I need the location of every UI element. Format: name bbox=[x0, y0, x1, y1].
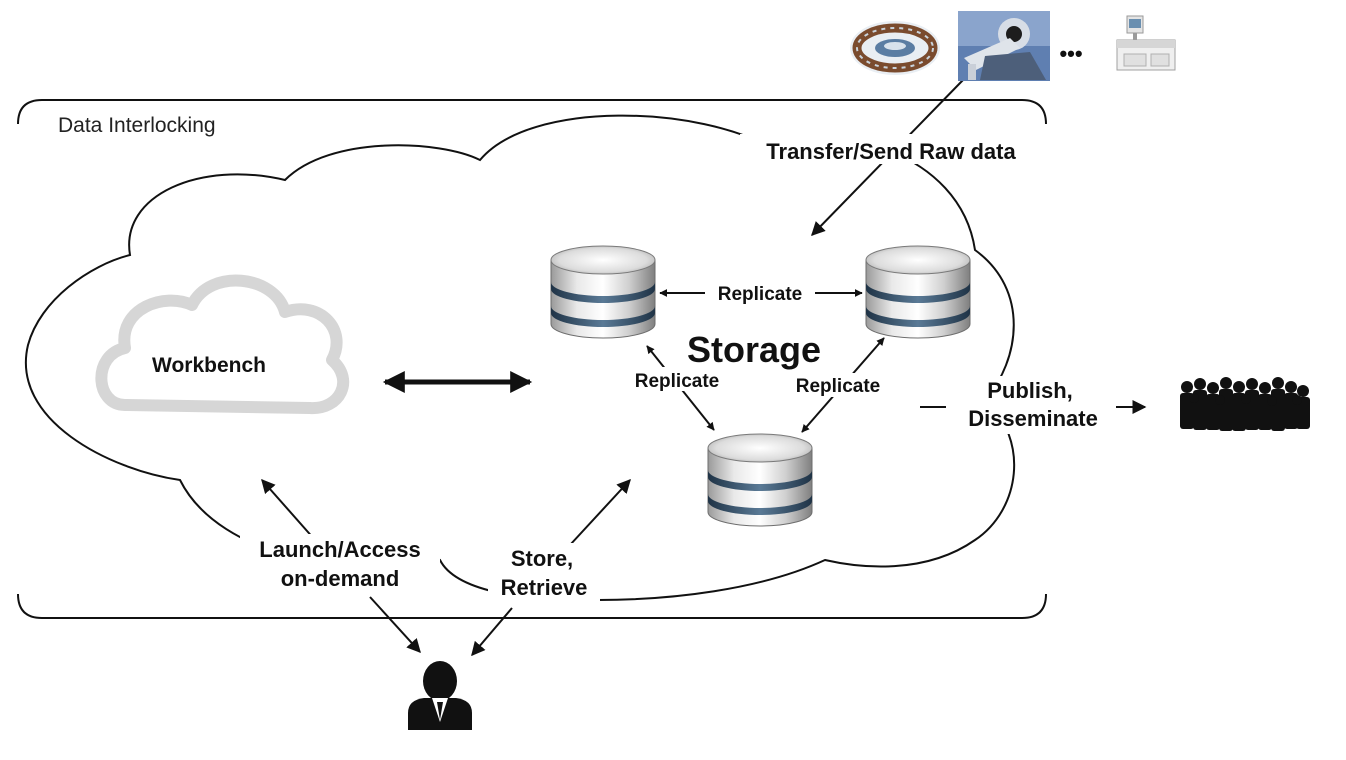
store-up-arrow bbox=[569, 478, 631, 546]
replicate-top-label-bg bbox=[705, 280, 815, 304]
publish-label-bg bbox=[950, 376, 1112, 434]
replicate-left-label-bg bbox=[622, 367, 732, 391]
publish-label-line2: Disseminate bbox=[968, 406, 1098, 431]
publish-label-line1: Publish, bbox=[987, 378, 1073, 403]
data-interlocking-region: Data Interlocking bbox=[17, 99, 1047, 619]
database-bottom-icon[interactable] bbox=[707, 433, 813, 527]
replicate-left-label: Replicate bbox=[635, 371, 719, 392]
telescope-icon bbox=[958, 11, 1050, 81]
launch-label-bg bbox=[240, 534, 440, 594]
replicate-right-label: Replicate bbox=[796, 376, 880, 397]
launch-up-arrow bbox=[261, 478, 316, 541]
crowd-icon bbox=[1180, 377, 1310, 431]
database-top-right-icon[interactable] bbox=[865, 245, 971, 339]
workbench-label: Workbench bbox=[152, 354, 266, 377]
launch-label-line2: on-demand bbox=[281, 566, 400, 591]
store-down-arrow bbox=[471, 607, 513, 657]
user-icon[interactable] bbox=[408, 661, 472, 730]
region-title: Data Interlocking bbox=[58, 114, 216, 137]
workbench-cloud[interactable]: Workbench bbox=[95, 274, 350, 415]
particle-accelerator-icon bbox=[850, 21, 940, 75]
store-label-bg bbox=[488, 543, 600, 605]
launch-label-line1: Launch/Access bbox=[259, 537, 420, 562]
transfer-label: Transfer/Send Raw data bbox=[766, 139, 1016, 164]
main-cloud-outline bbox=[25, 114, 1016, 602]
replicate-top-label: Replicate bbox=[718, 284, 802, 305]
lab-instrument-icon bbox=[1116, 15, 1176, 71]
launch-down-arrow bbox=[369, 596, 421, 654]
database-top-left-icon[interactable] bbox=[550, 245, 656, 339]
ellipsis-label: ••• bbox=[1059, 41, 1082, 66]
transfer-label-bg bbox=[740, 134, 1042, 164]
replicate-right-label-bg bbox=[784, 373, 894, 397]
store-label-line2: Retrieve bbox=[501, 575, 588, 600]
store-label-line1: Store, bbox=[511, 546, 573, 571]
storage-title: Storage bbox=[687, 329, 821, 370]
